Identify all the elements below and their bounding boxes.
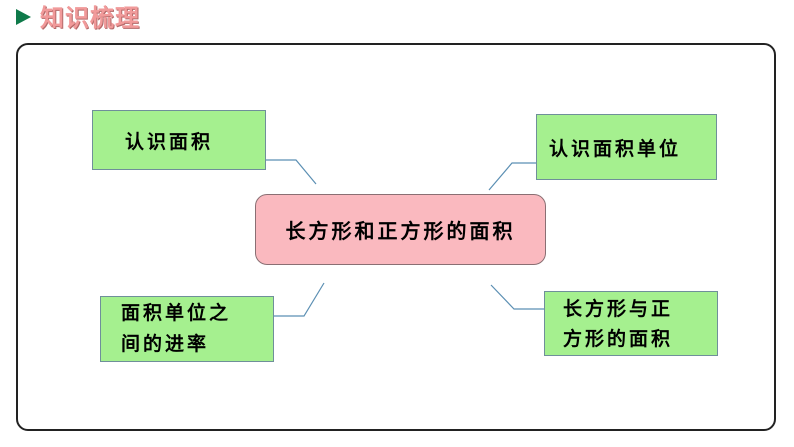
topic-unit-conversion-label: 面积单位之 间的进率 [121, 302, 232, 355]
topic-area-units-label: 认识面积单位 [549, 137, 682, 160]
topic-rectangle-square-area: 长方形与正 方形的面积 [544, 291, 718, 356]
section-title: 知识梳理 [40, 4, 140, 32]
topic-unit-conversion: 面积单位之 间的进率 [100, 296, 274, 362]
topic-understand-area-label: 认识面积 [125, 130, 214, 153]
center-topic: 长方形和正方形的面积 [255, 194, 546, 265]
topic-understand-area: 认识面积 [92, 110, 266, 170]
topic-area-units: 认识面积单位 [536, 114, 717, 180]
topic-rectangle-square-area-label: 长方形与正 方形的面积 [563, 297, 674, 350]
play-triangle-icon [16, 9, 31, 25]
